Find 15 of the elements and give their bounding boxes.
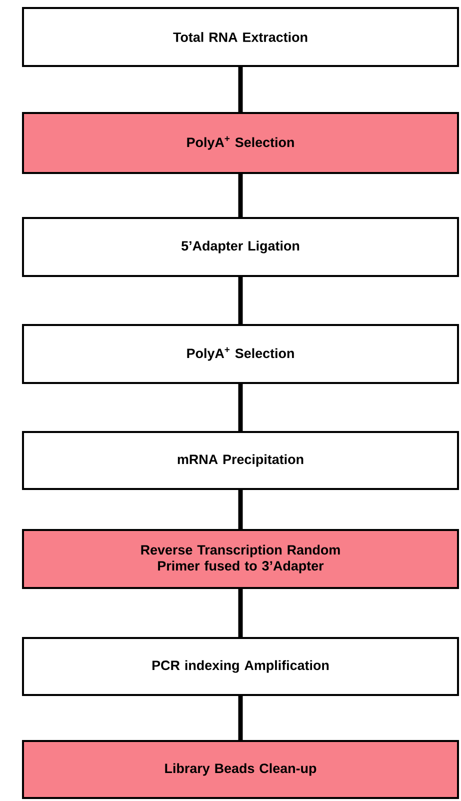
process-box: PolyA$^{+}$ Selection	[22, 324, 459, 384]
process-box: Reverse Transcription Random Primer fused to 3’Adapter	[22, 529, 459, 589]
process-box: mRNA Precipitation	[22, 431, 459, 490]
process-box: PCR indexing Amplification	[22, 637, 459, 696]
connector-line	[238, 277, 243, 324]
connector-line	[238, 696, 243, 740]
process-box: 5’Adapter Ligation	[22, 217, 459, 277]
process-box: PolyA$^{+}$ Selection	[22, 112, 459, 174]
process-box: Total RNA Extraction	[22, 7, 459, 67]
connector-line	[238, 490, 243, 529]
connector-line	[238, 384, 243, 431]
connector-line	[238, 589, 243, 637]
connector-line	[238, 174, 243, 217]
connector-line	[238, 67, 243, 112]
process-box: Library Beads Clean-up	[22, 740, 459, 799]
